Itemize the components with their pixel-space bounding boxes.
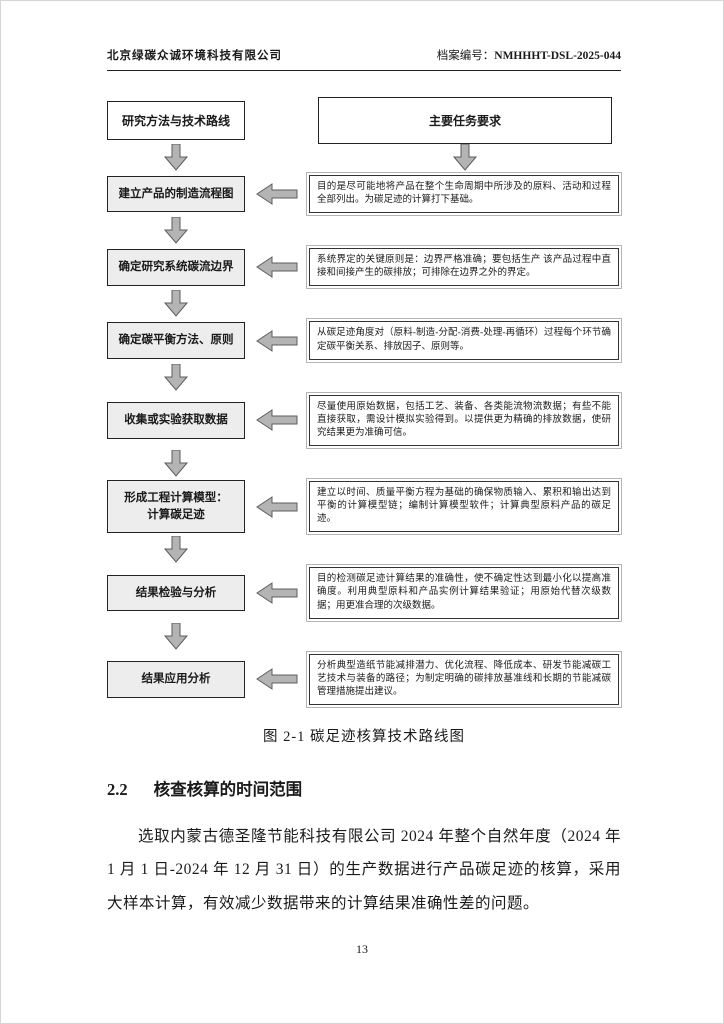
header-divider [107,70,621,71]
left-arrow-icon [256,668,298,690]
right-column-header: 主要任务要求 [318,97,612,144]
down-arrow-icon [164,290,188,317]
flow-step-row: 确定研究系统碳流边界 系统界定的关键原则是：边界严格准确；要包括生产 该产品过程… [107,244,622,290]
flow-header-row: 研究方法与技术路线 主要任务要求 [107,97,621,144]
archive-number: 档案编号：NMHHHT-DSL-2025-044 [437,47,621,63]
left-arrow-icon [256,183,298,205]
left-arrow-icon [256,409,298,431]
step-box: 结果应用分析 [107,660,245,698]
left-arrow-icon [256,496,298,518]
section-title: 核查核算的时间范围 [153,779,303,799]
flow-arrow-row [107,536,621,563]
task-description-box: 尽量使用原始数据，包括工艺、装备、各类能流物流数据；有些不能直接获取，需设计模拟… [306,391,622,450]
flow-arrow-row [107,449,621,477]
down-arrow-icon [164,536,188,563]
task-description-box: 系统界定的关键原则是：边界严格准确；要包括生产 该产品过程中直接和间接产生的碳排… [306,245,622,290]
left-arrow-icon [256,582,298,604]
left-arrow-icon [256,256,298,278]
flow-arrow-row [107,144,621,171]
step-box: 形成工程计算模型： 计算碳足迹 [107,479,245,534]
task-description-box: 从碳足迹角度对（原料-制造-分配-消费-处理-再循环）过程每个环节确定碳平衡关系… [306,318,622,363]
section-heading: 2.2 核查核算的时间范围 [107,776,621,800]
step-box: 结果检验与分析 [107,574,245,612]
page-header: 北京绿碳众诚环境科技有限公司 档案编号：NMHHHT-DSL-2025-044 [107,47,621,63]
flow-step-row: 结果检验与分析 目的检测碳足迹计算结果的准确性，使不确定性达到最小化以提高准确度… [107,563,622,622]
down-arrow-icon [164,449,188,477]
left-arrow-icon [256,330,298,352]
archive-label: 档案编号： [436,50,495,62]
down-arrow-icon [164,144,188,171]
flow-arrow-row [107,363,621,391]
company-name: 北京绿碳众诚环境科技有限公司 [107,50,282,62]
flowchart-figure: 研究方法与技术路线 主要任务要求 建立产品的制造流程图 目的是尽可能地将产品在整… [107,97,622,709]
down-arrow-icon [164,363,188,391]
flow-arrow-row [107,290,621,317]
left-column-header: 研究方法与技术路线 [107,101,245,140]
down-arrow-icon [164,622,188,650]
flow-step-row: 形成工程计算模型： 计算碳足迹 建立以时间、质量平衡方程为基础的确保物质输入、累… [107,477,622,536]
flow-arrow-row [107,217,621,244]
task-description-box: 分析典型造纸节能减排潜力、优化流程、降低成本、研发节能减碳工艺技术与装备的路径；… [306,650,622,708]
step-box: 建立产品的制造流程图 [107,175,245,213]
step-box: 确定碳平衡方法、原则 [107,322,245,359]
task-description-box: 目的检测碳足迹计算结果的准确性，使不确定性达到最小化以提高准确度。利用典型原料和… [306,564,622,622]
task-description-box: 目的是尽可能地将产品在整个生命周期中所涉及的原料、活动和过程全部列出。为碳足迹的… [306,171,622,217]
down-arrow-icon [164,217,188,244]
flow-step-row: 结果应用分析 分析典型造纸节能减排潜力、优化流程、降低成本、研发节能减碳工艺技术… [107,650,622,709]
flow-arrow-row [107,622,621,650]
flow-step-row: 收集或实验获取数据 尽量使用原始数据，包括工艺、装备、各类能流物流数据；有些不能… [107,391,622,450]
body-paragraph: 选取内蒙古德圣隆节能科技有限公司 2024 年整个自然年度（2024 年 1 月… [107,827,621,912]
flow-step-row: 建立产品的制造流程图 目的是尽可能地将产品在整个生命周期中所涉及的原料、活动和过… [107,171,622,217]
archive-value: NMHHHT-DSL-2025-044 [494,50,621,62]
step-box: 收集或实验获取数据 [107,401,245,439]
section-number: 2.2 [107,779,128,799]
step-box: 确定研究系统碳流边界 [107,248,245,286]
figure-caption: 图 2-1 碳足迹核算技术路线图 [262,728,466,745]
task-description-box: 建立以时间、质量平衡方程为基础的确保物质输入、累积和输出达到平衡的计算模型链；编… [306,477,622,536]
flow-step-row: 确定碳平衡方法、原则 从碳足迹角度对（原料-制造-分配-消费-处理-再循环）过程… [107,317,622,363]
down-arrow-icon [453,144,477,171]
page-number: 13 [356,942,368,956]
